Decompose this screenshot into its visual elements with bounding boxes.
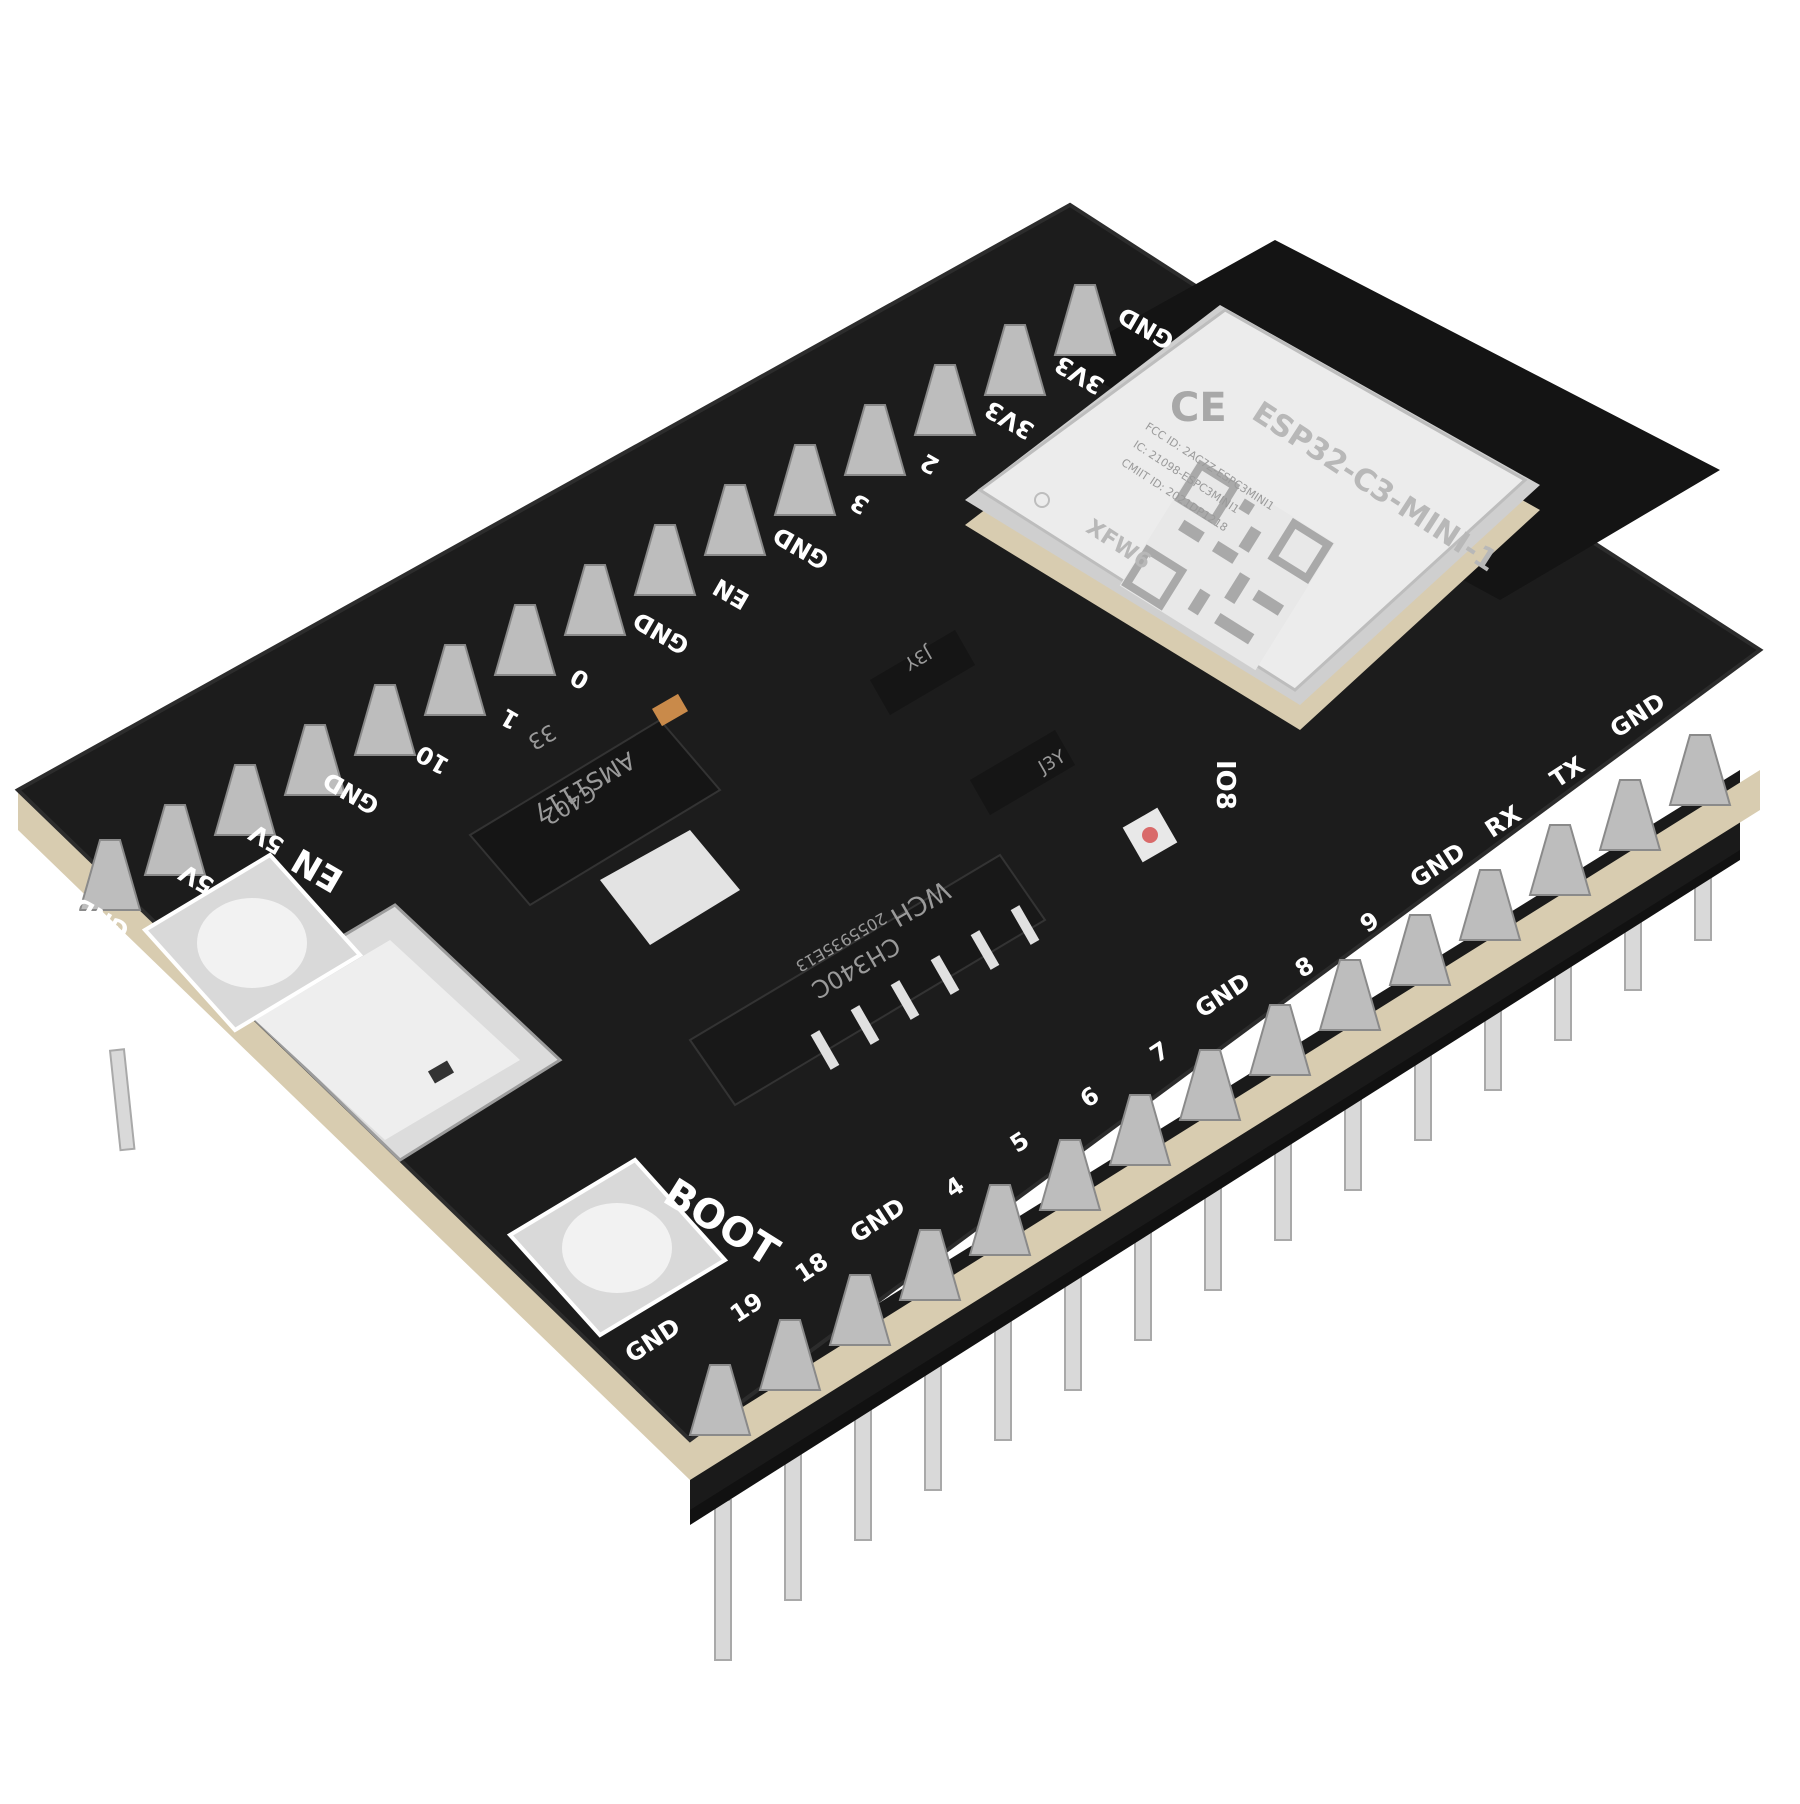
en-button-shape xyxy=(141,852,364,1033)
transistor-j3y-1 xyxy=(870,630,975,715)
ams1117-regulator xyxy=(468,693,740,945)
esp32-module xyxy=(965,305,1540,730)
boot-button-shape xyxy=(506,1157,729,1338)
top-row-pins xyxy=(78,284,1117,911)
bottom-row-pins xyxy=(688,734,1732,1436)
qr-code xyxy=(1119,458,1335,671)
ch340c-chip xyxy=(688,853,1047,1107)
transistor-j3y-2 xyxy=(970,730,1075,815)
